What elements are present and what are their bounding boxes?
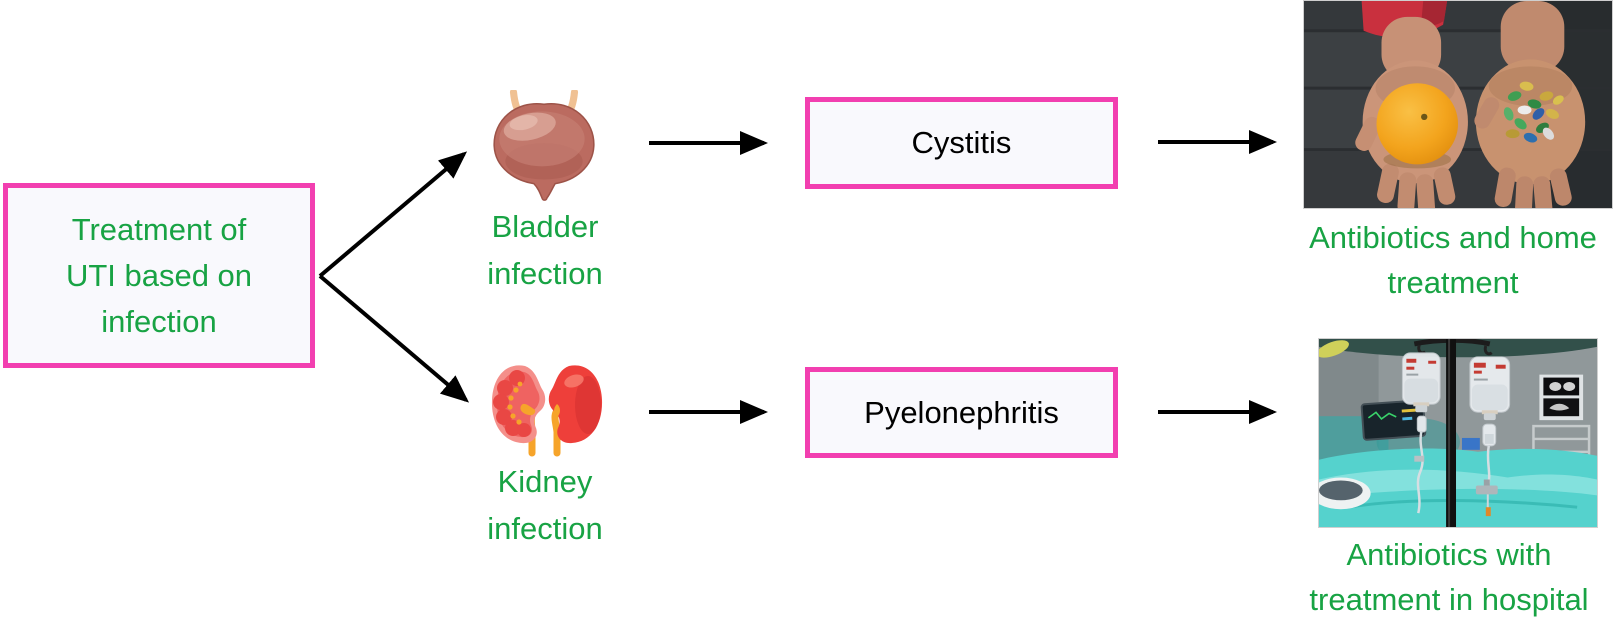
arrow-root-to-kidney bbox=[318, 274, 470, 403]
root-node-line1: Treatment of bbox=[71, 211, 247, 247]
pyelonephritis-label: Pyelonephritis bbox=[864, 394, 1059, 430]
kidney-infection-label: Kidney infection bbox=[455, 458, 635, 552]
hands-holding-orange-and-pills-photo bbox=[1303, 0, 1613, 209]
iv-drip-hospital-room-photo bbox=[1318, 338, 1598, 528]
bladder-label-line2: infection bbox=[487, 256, 603, 291]
root-node-line3: infection bbox=[101, 303, 217, 339]
root-node-treatment-of-uti: Treatment of UTI based on infection bbox=[3, 183, 315, 368]
pyelonephritis-treatment-line1: Antibiotics with bbox=[1346, 537, 1552, 572]
cystitis-treatment-caption: Antibiotics and home treatment bbox=[1290, 215, 1616, 305]
cystitis-node: Cystitis bbox=[805, 97, 1118, 189]
pyelonephritis-node: Pyelonephritis bbox=[805, 367, 1118, 458]
cystitis-label: Cystitis bbox=[911, 125, 1012, 160]
cystitis-treatment-line1: Antibiotics and home bbox=[1309, 220, 1597, 255]
bladder-infection-label: Bladder infection bbox=[455, 203, 635, 297]
bladder-label-line1: Bladder bbox=[491, 209, 599, 244]
kidney-label-line2: infection bbox=[487, 511, 603, 546]
bladder-icon bbox=[483, 90, 605, 202]
arrow-root-to-bladder bbox=[318, 151, 468, 278]
pyelonephritis-treatment-line2: treatment in hospital bbox=[1309, 582, 1589, 617]
pyelonephritis-treatment-caption: Antibiotics with treatment in hospital bbox=[1282, 532, 1616, 622]
cystitis-treatment-line2: treatment bbox=[1387, 265, 1519, 300]
kidney-label-line1: Kidney bbox=[497, 464, 593, 499]
kidneys-icon bbox=[487, 360, 607, 460]
root-node-line2: UTI based on bbox=[65, 257, 253, 293]
